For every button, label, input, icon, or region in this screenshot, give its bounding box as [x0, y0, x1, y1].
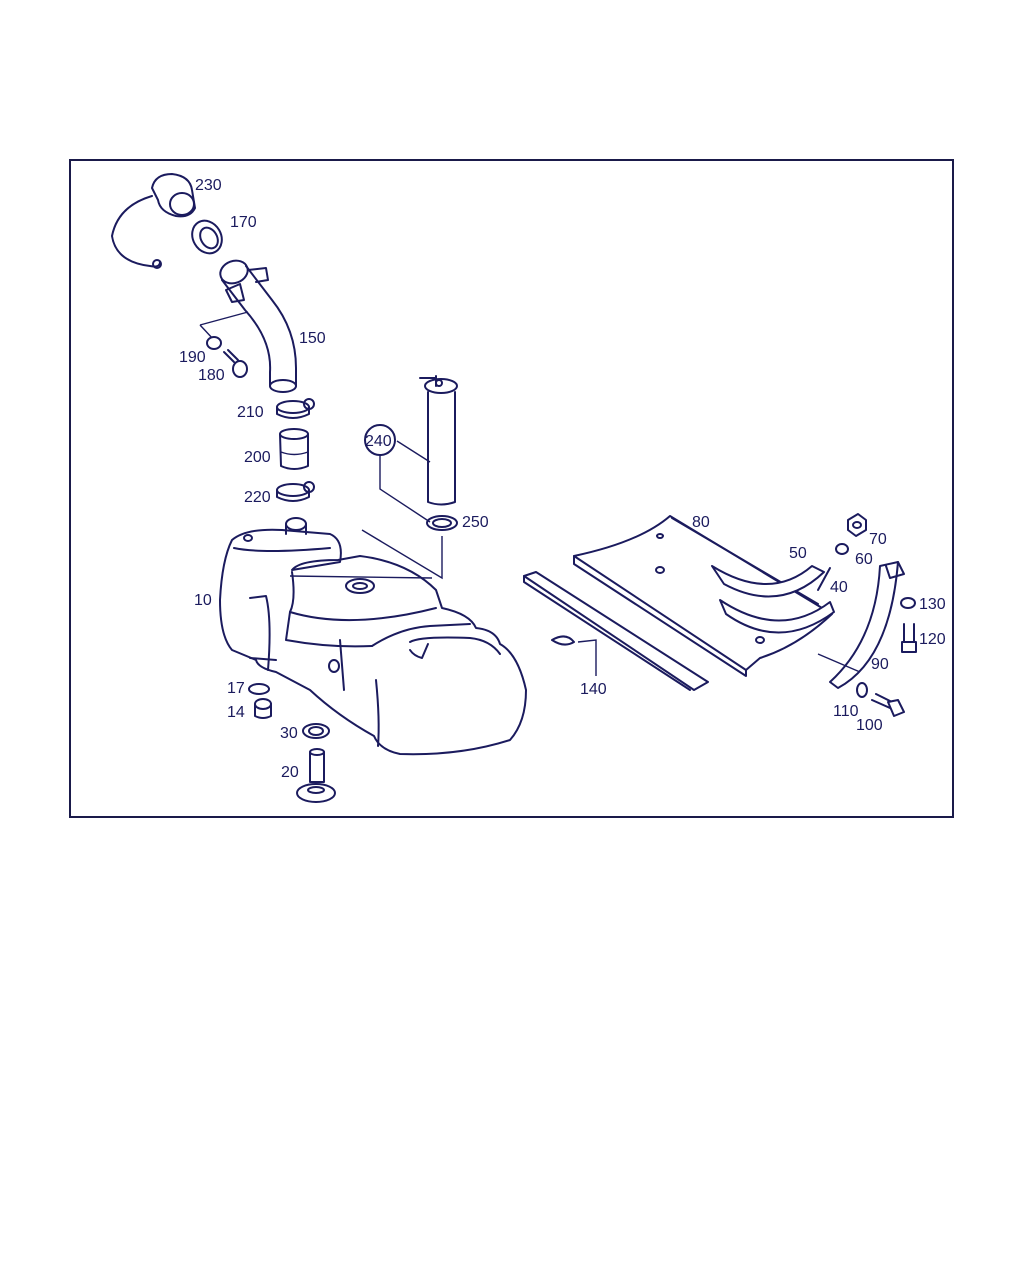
label-190: 190: [179, 349, 206, 366]
bolt-100: [871, 693, 905, 717]
leader-90: [817, 653, 861, 673]
label-170: 170: [230, 214, 257, 231]
washer-190: [206, 336, 222, 350]
label-240: 240: [365, 433, 392, 450]
washer-60: [835, 543, 849, 555]
label-80: 80: [692, 514, 710, 531]
label-230: 230: [195, 177, 222, 194]
guard-strip-140: [523, 571, 709, 691]
label-90: 90: [871, 656, 889, 673]
filler-cap: [111, 173, 196, 269]
bolt-120: [901, 623, 917, 653]
bolt-40: [817, 567, 831, 591]
label-110: 110: [833, 703, 859, 720]
leader-250: [379, 454, 431, 523]
tank-strap-90: [829, 561, 905, 689]
hose-clamp-210: [276, 398, 315, 419]
strap-50: [711, 565, 835, 634]
label-130: 130: [919, 596, 946, 613]
label-70: 70: [869, 531, 887, 548]
rubber-hose-200: [279, 428, 309, 470]
leader-tank-sender: [361, 529, 443, 580]
clip-140: [551, 635, 575, 646]
callout-circle-240: [364, 424, 396, 456]
label-210: 210: [237, 404, 264, 421]
seal-30: [302, 723, 330, 739]
diagram-frame: [69, 159, 954, 818]
bolt-180: [223, 349, 248, 378]
washer-130: [900, 597, 916, 609]
label-250: 250: [462, 514, 489, 531]
seal-ring-17: [248, 683, 270, 695]
label-200: 200: [244, 449, 271, 466]
filler-neck-pipe: [199, 259, 297, 393]
nut-70: [847, 513, 867, 537]
filler-seal-ring: [191, 219, 223, 255]
label-17: 17: [227, 680, 245, 697]
fuel-level-sender: [419, 375, 458, 506]
label-60: 60: [855, 551, 873, 568]
label-180: 180: [198, 367, 225, 384]
label-150: 150: [299, 330, 326, 347]
drain-screw-20: [296, 748, 336, 803]
label-10: 10: [194, 592, 212, 609]
sender-seal-250: [426, 515, 458, 531]
label-220: 220: [244, 489, 271, 506]
label-120: 120: [919, 631, 946, 648]
label-50: 50: [789, 545, 807, 562]
leader-240: [396, 440, 431, 463]
label-20: 20: [281, 764, 299, 781]
callout-labels: 230 170 150 190 180 210 200 220 240 250 …: [179, 177, 946, 781]
washer-110: [856, 682, 868, 698]
label-140: 140: [580, 681, 607, 698]
drain-plug-14: [254, 698, 272, 719]
label-30: 30: [280, 725, 298, 742]
leader-140: [577, 639, 597, 676]
label-100: 100: [856, 717, 883, 734]
label-14: 14: [227, 704, 245, 721]
label-40: 40: [830, 579, 848, 596]
tank-shield-80: [573, 515, 833, 677]
hose-clamp-220: [276, 481, 315, 502]
fuel-tank: [219, 517, 527, 756]
